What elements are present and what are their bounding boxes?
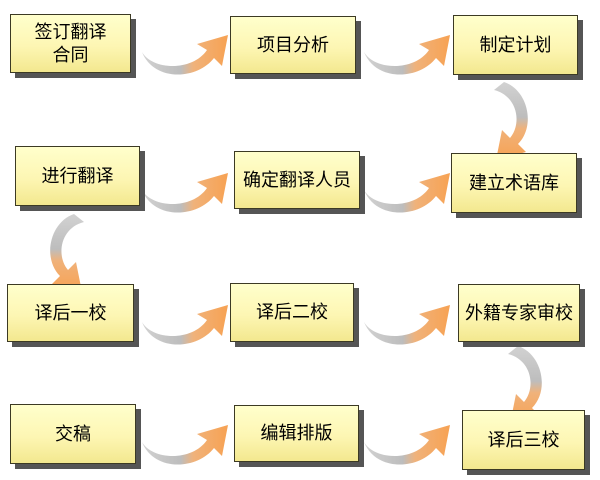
step-deliver: 交稿: [10, 404, 136, 464]
step-label: 交稿: [55, 423, 91, 445]
step-label: 编辑排版: [260, 423, 333, 444]
arrow-first-to-second-review: [142, 305, 228, 345]
step-label: 建立术语库: [469, 172, 559, 194]
step-third-review: 译后三校: [462, 410, 585, 470]
arrow-layout-to-deliver: [142, 425, 228, 465]
step-label: 译后三校: [487, 429, 560, 451]
arrow-termbase-to-translators: [364, 173, 450, 213]
step-make-plan: 制定计划: [453, 15, 578, 75]
step-label: 项目分析: [257, 34, 329, 56]
arrow-third-review-to-layout: [364, 425, 450, 465]
step-label: 译后一校: [34, 302, 107, 324]
step-assign-translators: 确定翻译人员: [234, 151, 360, 209]
step-translate: 进行翻译: [15, 146, 140, 206]
step-label: 译后二校: [256, 302, 328, 323]
arrow-sign-to-analysis: [142, 35, 228, 75]
step-label: 进行翻译: [41, 165, 114, 187]
step-label: 外籍专家审校: [465, 302, 573, 324]
step-second-review: 译后二校: [230, 283, 354, 342]
step-label: 确定翻译人员: [243, 169, 351, 191]
step-label: 制定计划: [479, 34, 552, 56]
arrow-plan-to-termbase: [494, 82, 528, 160]
step-label: 签订翻译 合同: [34, 21, 107, 66]
step-sign-contract: 签订翻译 合同: [10, 14, 131, 73]
step-first-review: 译后一校: [7, 284, 134, 342]
arrow-translate-to-first-review: [50, 214, 84, 292]
step-build-termbase: 建立术语库: [451, 153, 577, 213]
step-project-analysis: 项目分析: [230, 16, 356, 74]
arrow-second-to-expert-review: [364, 305, 450, 345]
arrow-analysis-to-plan: [364, 35, 450, 75]
arrow-translators-to-translate: [142, 173, 228, 213]
step-expert-review: 外籍专家审校: [458, 284, 580, 342]
step-layout: 编辑排版: [234, 405, 359, 462]
